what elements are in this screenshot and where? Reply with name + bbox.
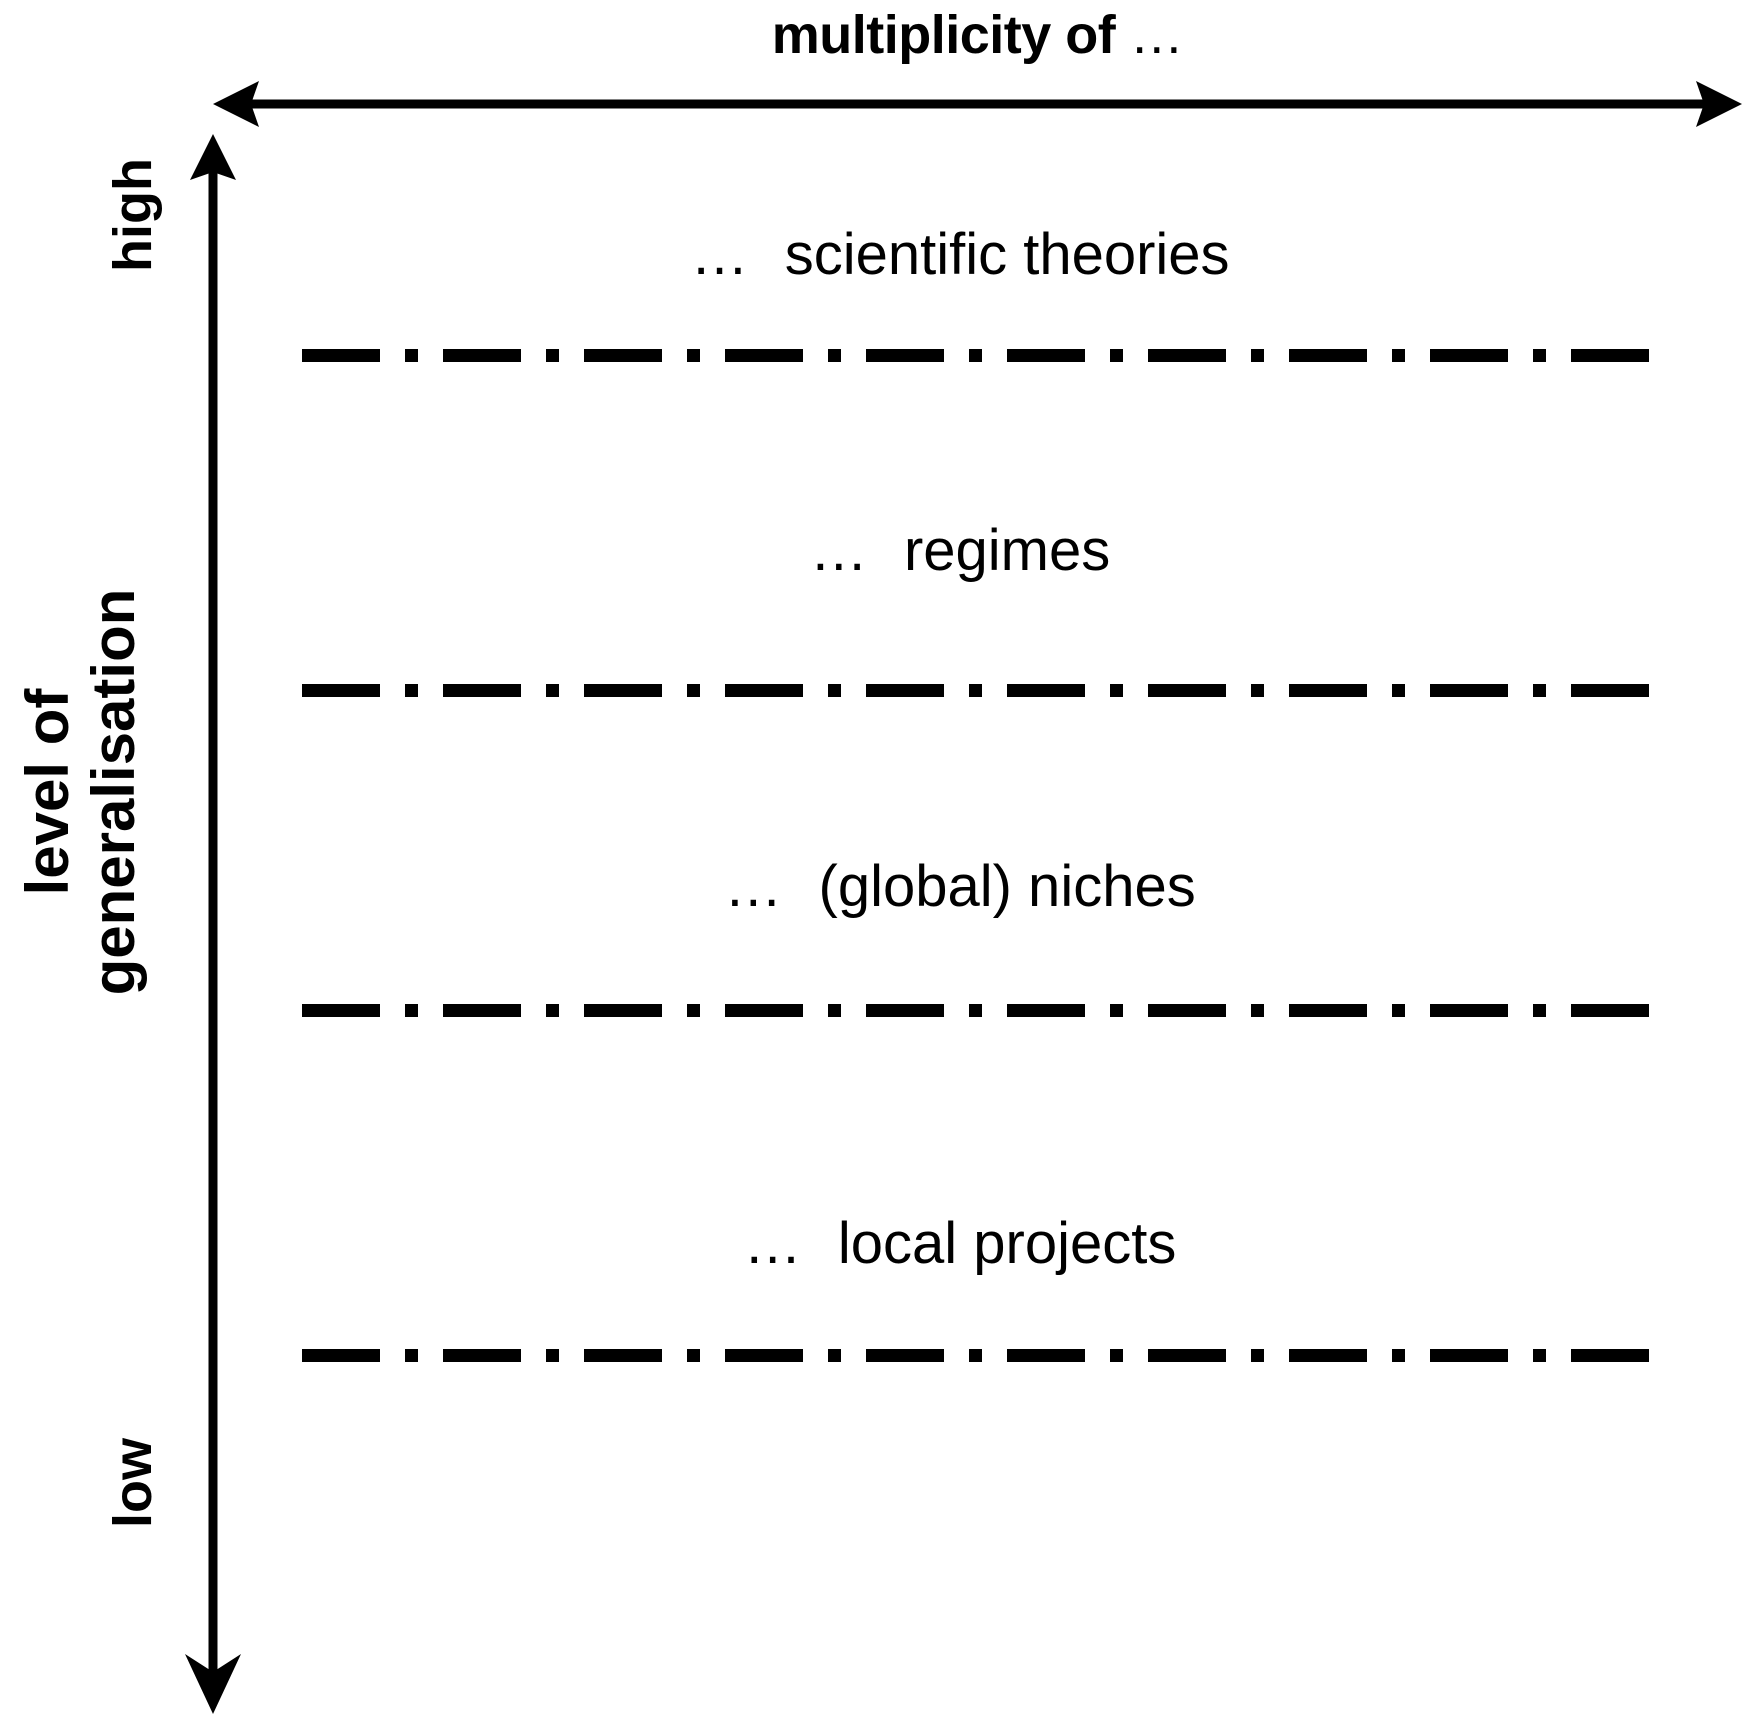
level-ellipsis: … [724,854,803,919]
title-ellipsis: … [1115,5,1184,65]
divider-line-local-projects [302,1349,1652,1362]
level-label-scientific-theories: … scientific theories [260,226,1660,284]
title-text: multiplicity of [771,5,1116,65]
level-label-global-niches: … (global) niches [260,858,1660,916]
divider-line-scientific-theories [302,349,1652,362]
divider-line-regimes [302,684,1652,697]
level-text: scientific theories [784,222,1230,287]
level-label-local-projects: … local projects [260,1215,1660,1273]
y-axis-title-line2: generalisation [80,588,147,996]
y-axis-tick-low: low [103,1438,163,1528]
level-text: (global) niches [818,854,1196,919]
level-ellipsis: … [690,222,769,287]
level-ellipsis: … [809,518,888,583]
level-text: local projects [837,1211,1177,1276]
y-axis-title-line1: level of [14,688,81,896]
level-ellipsis: … [743,1211,822,1276]
divider-line-global-niches [302,1004,1652,1017]
y-axis-tick-high: high [103,158,163,272]
horizontal-double-arrow-icon [205,78,1750,130]
level-label-regimes: … regimes [260,522,1660,580]
level-text: regimes [903,518,1111,583]
vertical-down-arrow-icon [178,126,248,1721]
y-axis-title: level of generalisation [14,532,147,1052]
page-title: multiplicity of … [215,8,1740,62]
